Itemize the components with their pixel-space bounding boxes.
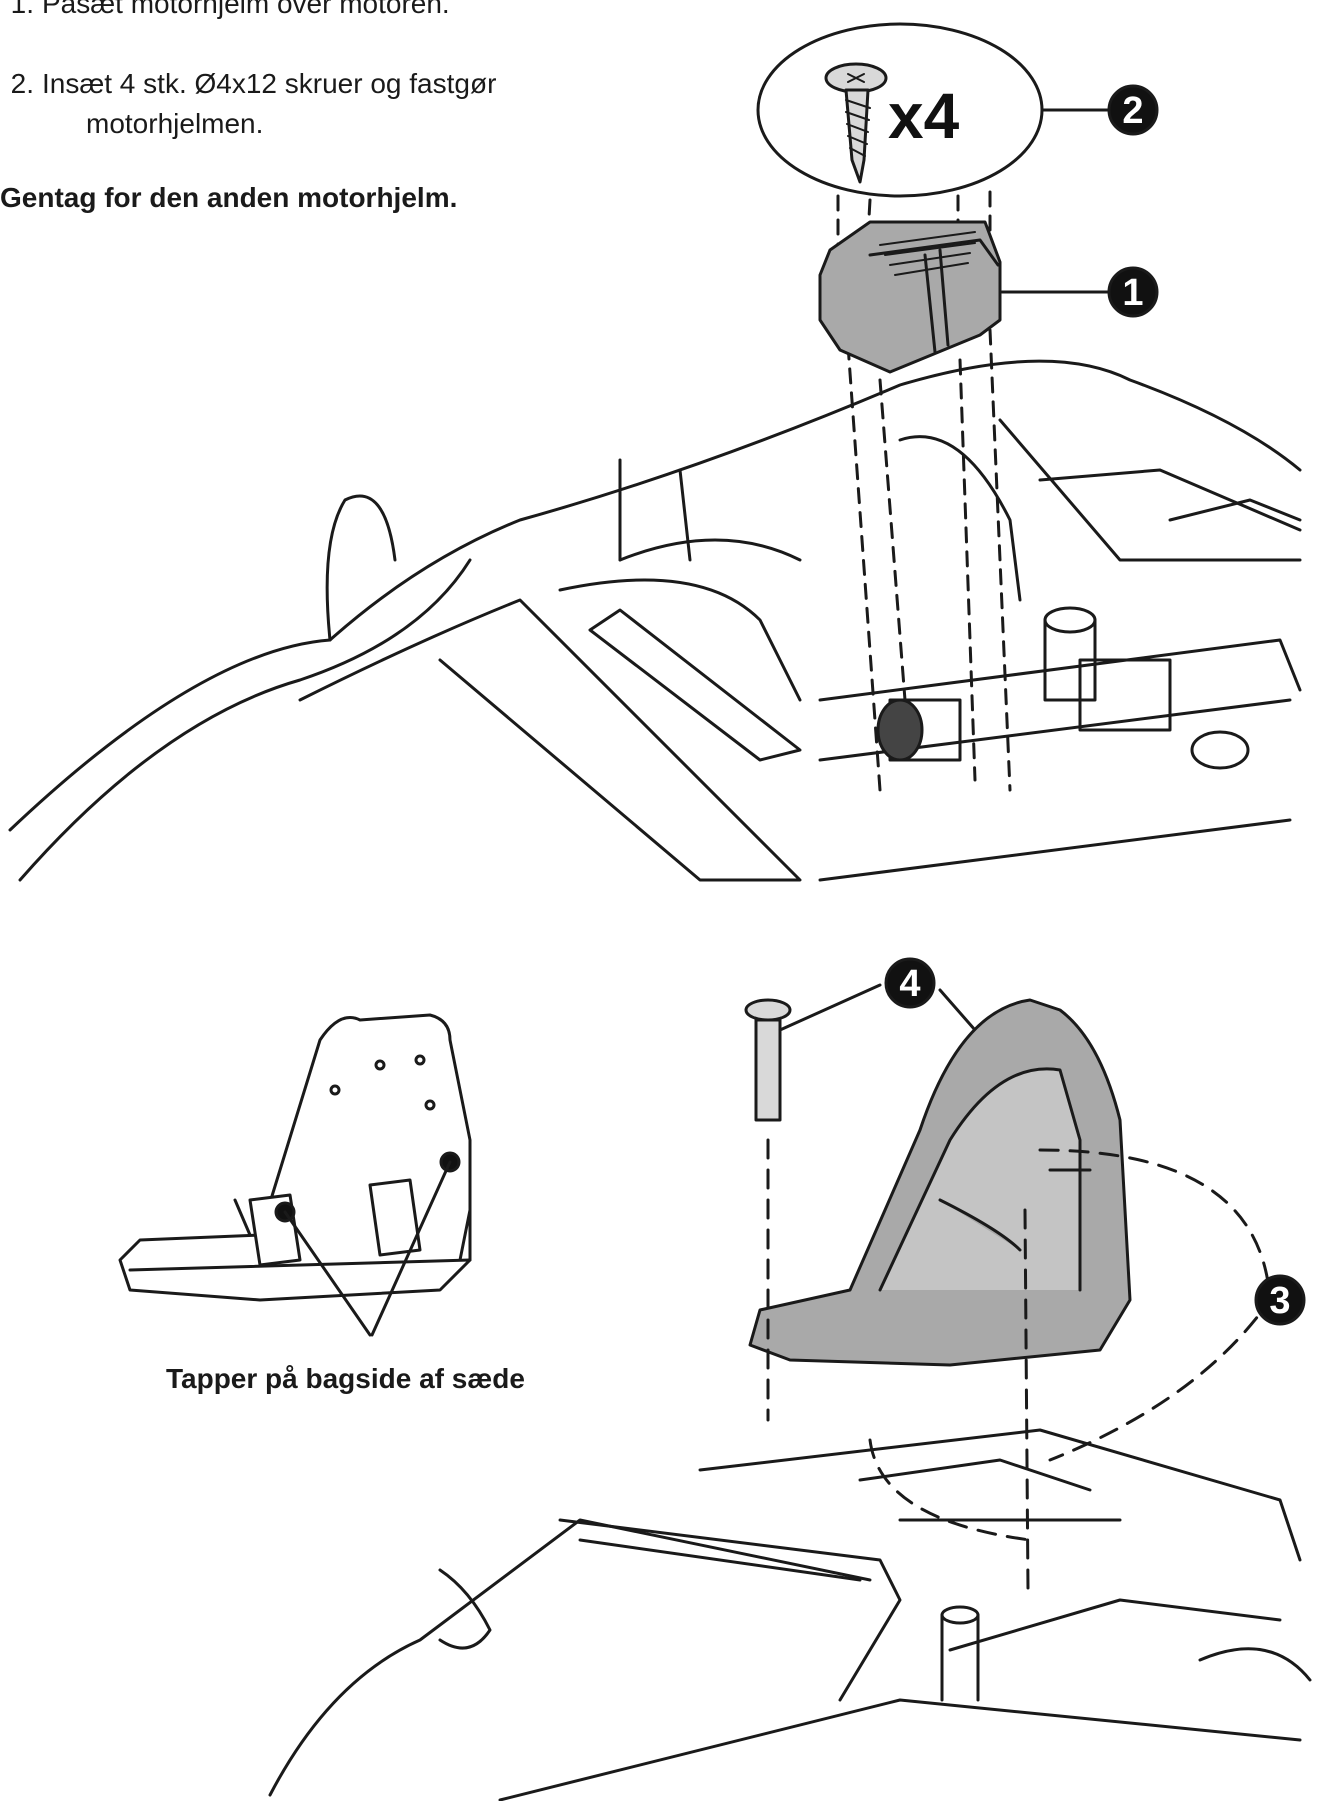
callout-1-label: 1 — [1122, 272, 1143, 314]
car-body-bottom — [268, 1428, 1312, 1801]
engine-cover-part — [818, 220, 1002, 374]
step-1-number: 1. — [10, 0, 34, 19]
step-2-instruction: 2. Insæt 4 stk. Ø4x12 skruer og fastgør — [0, 66, 497, 102]
screw-quantity-label: x4 — [888, 80, 960, 152]
step-1-instruction: 1. Pasæt motorhjelm over motoren. — [0, 0, 450, 22]
callout-3-marker — [1254, 1274, 1306, 1326]
screw-icon — [824, 62, 888, 184]
callout-4-label: 4 — [899, 963, 920, 1005]
seat-tabs-caption: Tapper på bagside af sæde — [166, 1363, 525, 1394]
step-2-text: Insæt 4 stk. Ø4x12 skruer og fastgør — [42, 68, 497, 99]
step-1-text: Pasæt motorhjelm over motoren. — [42, 0, 450, 19]
step-2-text-continued: motorhjelmen. — [86, 108, 264, 139]
callout-1-marker — [1107, 266, 1159, 318]
seat-part — [748, 998, 1132, 1367]
callout-4-marker — [884, 957, 936, 1009]
callout-2-label: 2 — [1122, 90, 1143, 132]
step-2-number: 2. — [10, 68, 34, 99]
repeat-note: Gentag for den anden motorhjelm. — [0, 182, 458, 213]
callout-3-label: 3 — [1269, 1280, 1290, 1322]
callout-2-marker — [1107, 84, 1159, 136]
car-body-top — [8, 359, 1302, 882]
seat-back-detail — [118, 1013, 472, 1302]
bolt-icon — [744, 998, 792, 1122]
